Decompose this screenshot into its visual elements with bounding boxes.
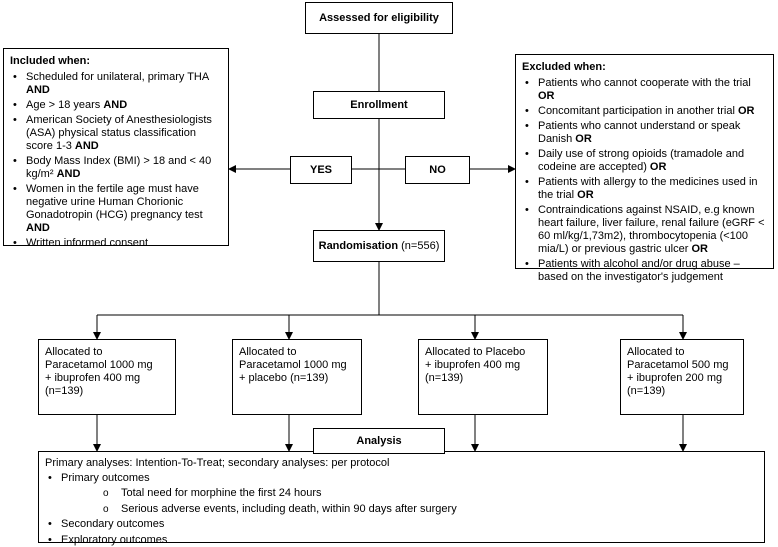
analysis-box: Analysis bbox=[313, 428, 445, 454]
list-item: Scheduled for unilateral, primary THA AN… bbox=[26, 71, 222, 97]
randomisation-box: Randomisation (n=556) bbox=[313, 230, 445, 262]
list-item: Age > 18 years AND bbox=[26, 99, 222, 112]
outcomes-box: Primary analyses: Intention-To-Treat; se… bbox=[38, 451, 765, 543]
excluded-list: Patients who cannot cooperate with the t… bbox=[522, 77, 767, 284]
included-box: Included when: Scheduled for unilateral,… bbox=[3, 48, 229, 246]
excluded-box: Excluded when: Patients who cannot coope… bbox=[515, 54, 774, 269]
list-item: Concomitant participation in another tri… bbox=[538, 105, 767, 118]
list-item: Daily use of strong opioids (tramadole a… bbox=[538, 148, 767, 174]
list-item: Written informed consent bbox=[26, 237, 222, 250]
no-box: NO bbox=[405, 156, 470, 184]
list-item: Exploratory outcomes bbox=[61, 534, 758, 547]
primary-outcomes-sublist: Total need for morphine the first 24 hou… bbox=[61, 487, 758, 516]
outcomes-intro: Primary analyses: Intention-To-Treat; se… bbox=[45, 457, 758, 471]
list-item: Patients who cannot cooperate with the t… bbox=[538, 77, 767, 103]
list-item: Women in the fertile age must have negat… bbox=[26, 183, 222, 235]
list-item: Total need for morphine the first 24 hou… bbox=[121, 487, 758, 501]
yes-box: YES bbox=[290, 156, 352, 184]
no-label: NO bbox=[429, 164, 446, 176]
list-item: Patients with alcohol and/or drug abuse … bbox=[538, 258, 767, 284]
list-item: American Society of Anesthesiologists (A… bbox=[26, 114, 222, 153]
list-item: Secondary outcomes bbox=[61, 518, 758, 532]
list-item: Primary outcomes Total need for morphine… bbox=[61, 472, 758, 517]
list-item: Patients with allergy to the medicines u… bbox=[538, 176, 767, 202]
list-item: Patients who cannot understand or speak … bbox=[538, 120, 767, 146]
list-item: Body Mass Index (BMI) > 18 and < 40 kg/m… bbox=[26, 155, 222, 181]
list-item: Serious adverse events, including death,… bbox=[121, 503, 758, 517]
assessed-box: Assessed for eligibility bbox=[305, 2, 453, 34]
randomisation-n: (n=556) bbox=[401, 240, 439, 252]
outcomes-list: Primary outcomes Total need for morphine… bbox=[45, 472, 758, 547]
assessed-label: Assessed for eligibility bbox=[319, 12, 439, 24]
arm-box-3: Allocated to Placebo+ ibuprofen 400 mg (… bbox=[418, 339, 548, 415]
included-list: Scheduled for unilateral, primary THA AN… bbox=[10, 71, 222, 250]
excluded-title: Excluded when: bbox=[522, 61, 767, 74]
randomisation-label: Randomisation bbox=[319, 240, 398, 252]
analysis-label: Analysis bbox=[356, 435, 401, 447]
included-title: Included when: bbox=[10, 55, 222, 68]
enrollment-label: Enrollment bbox=[350, 99, 407, 111]
list-item: Contraindications against NSAID, e.g kno… bbox=[538, 204, 767, 256]
primary-outcomes-label: Primary outcomes bbox=[61, 472, 150, 484]
enrollment-box: Enrollment bbox=[313, 91, 445, 119]
yes-label: YES bbox=[310, 164, 332, 176]
